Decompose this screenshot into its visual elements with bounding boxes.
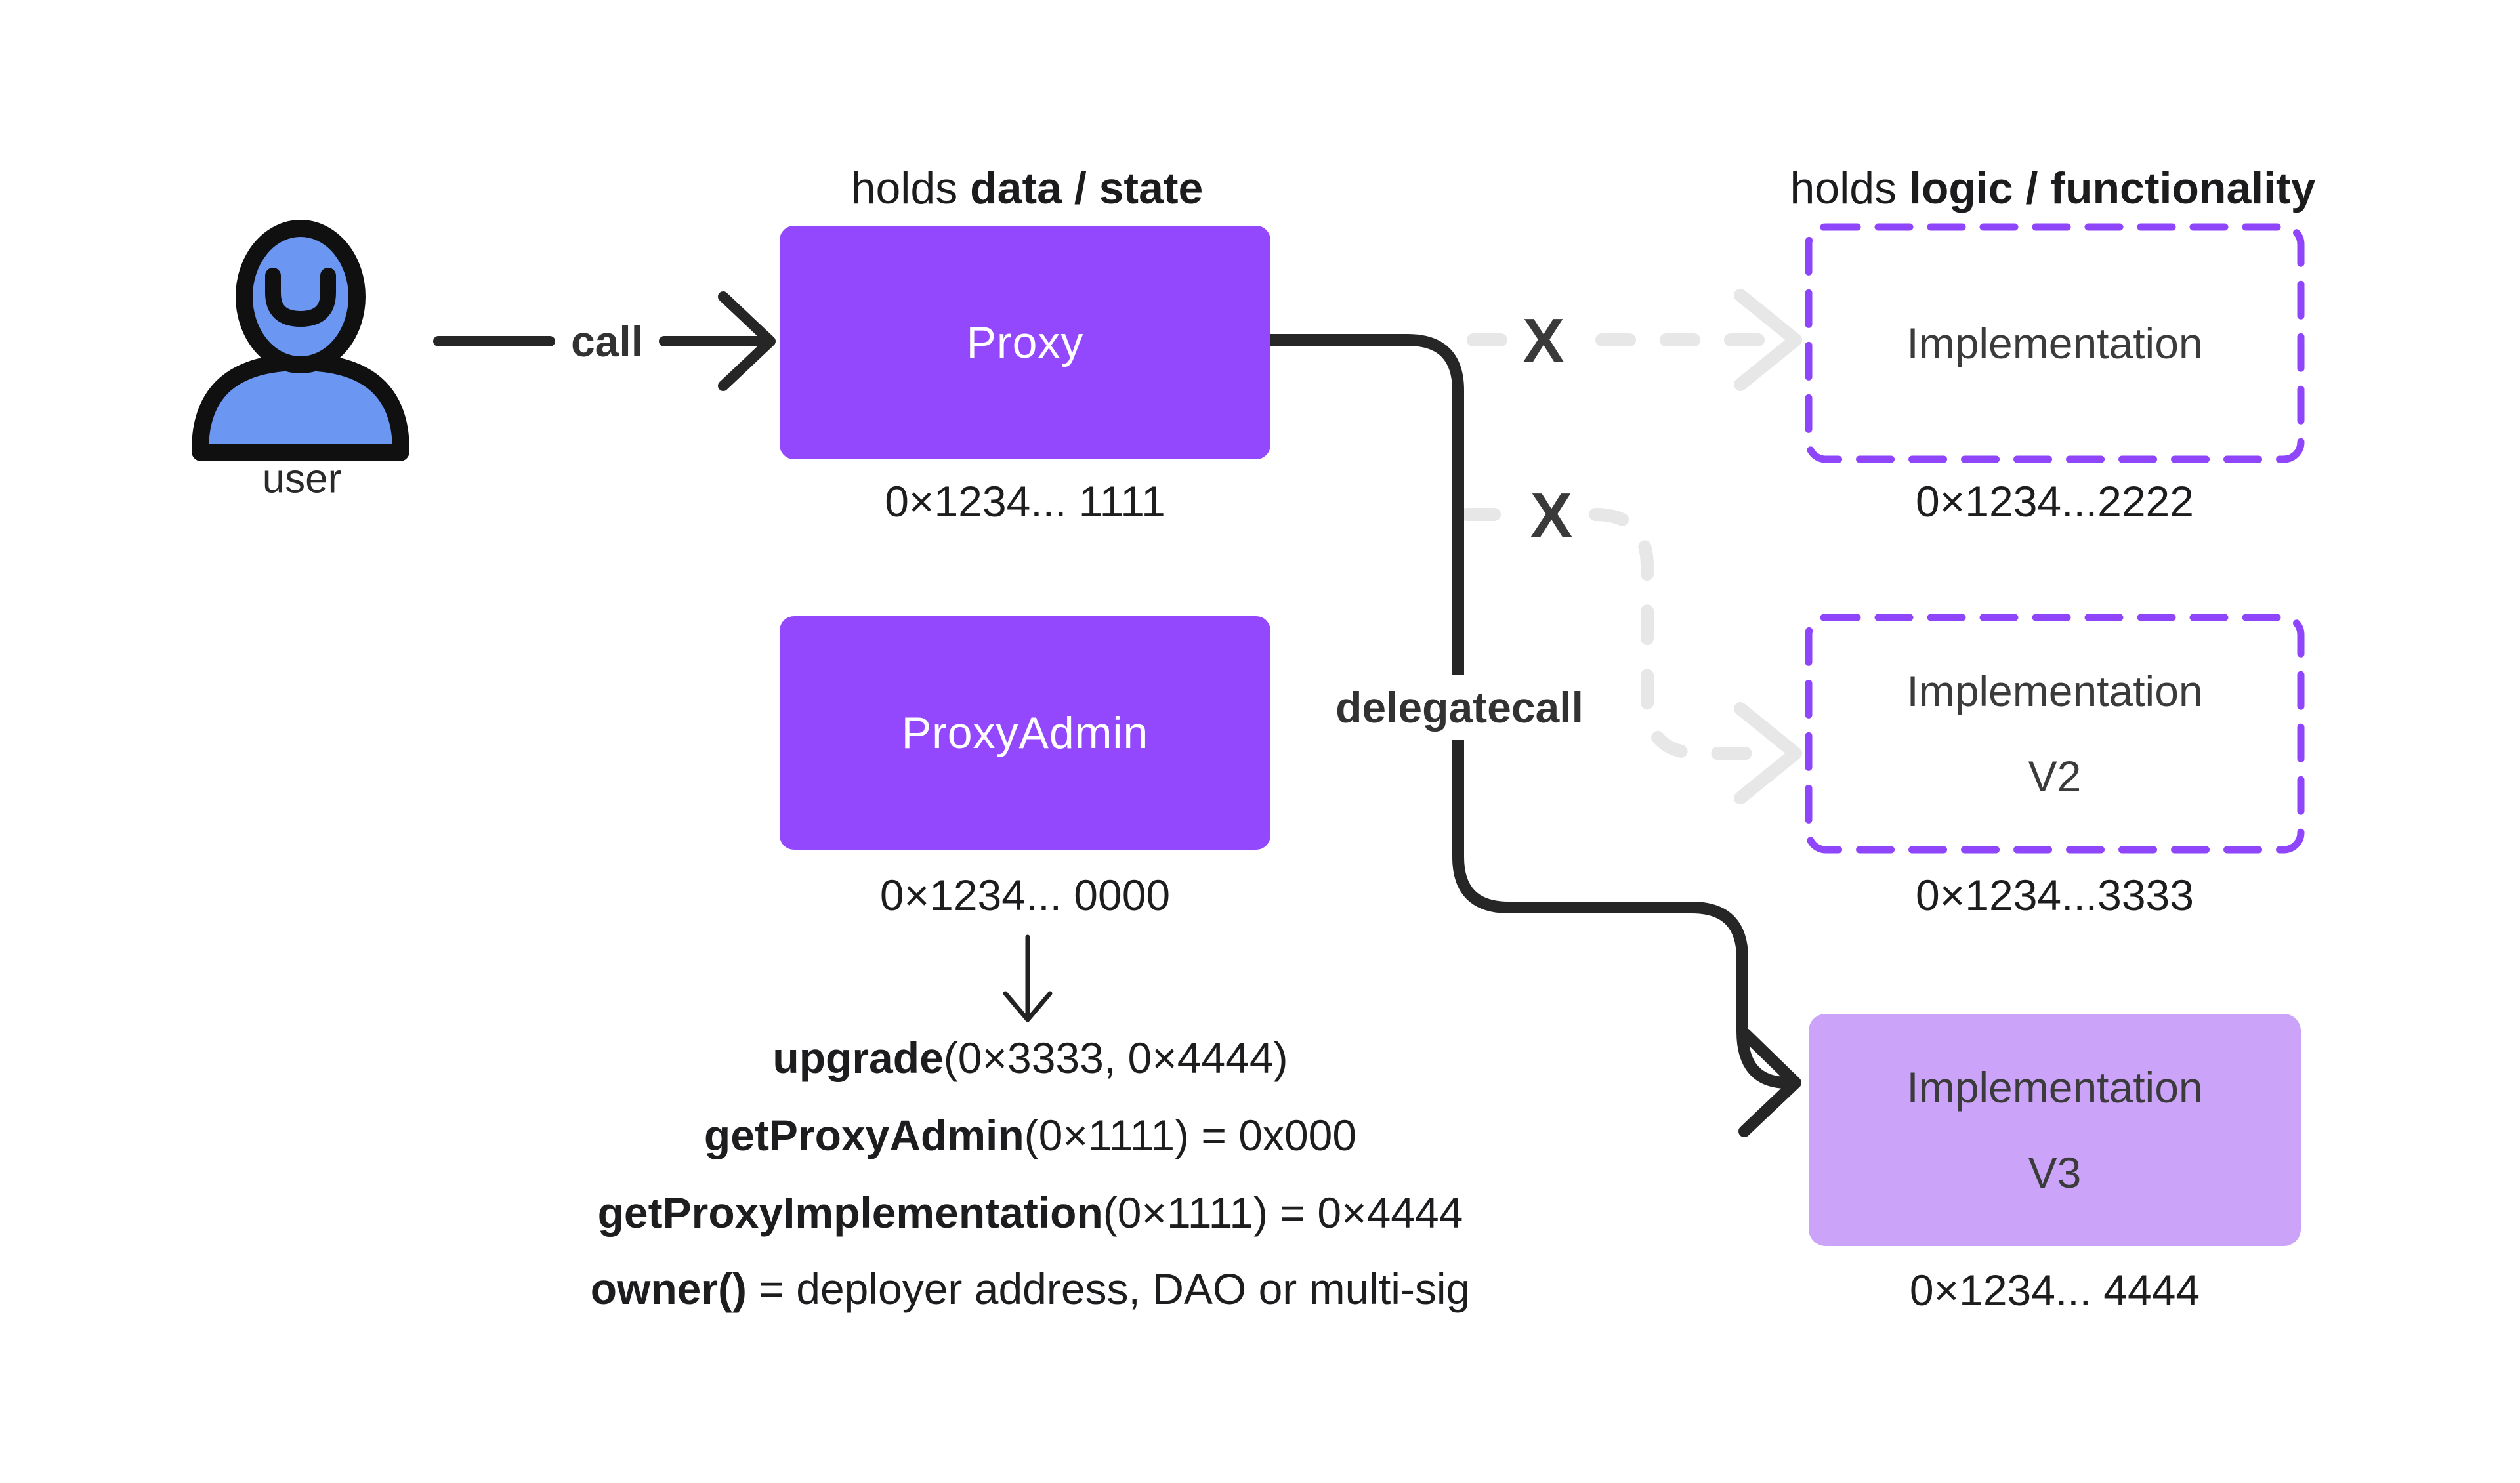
proxy-admin-address: 0×1234... 0000 [879,871,1171,919]
call-label: call [570,317,644,366]
implementation-v2-address: 0×1234...3333 [1916,871,2194,919]
fn-get-proxy-implementation: getProxyImplementation(0×1111) = 0×4444 [597,1188,1463,1237]
fn-owner: owner() = deployer address, DAO or multi… [590,1264,1471,1313]
implementation-v1-address: 0×1234...2222 [1916,477,2194,526]
call-arrowhead [718,291,776,391]
blocked-x-mark-v2: X [1519,484,1584,547]
blocked-path-v1 [1467,289,1802,391]
delegatecall-label: delegatecall [1321,675,1598,740]
fn-upgrade: upgrade(0×3333, 0×4444) [772,1034,1288,1082]
blocked-x-mark-v1: X [1511,310,1576,373]
implementation-v2-box [1805,614,2305,854]
proxy-admin-node-label: ProxyAdmin [901,708,1149,758]
implementation-v3-label: Implementation V3 [1906,1063,2203,1197]
blocked-arrowhead-v1 [1734,289,1802,391]
left-header: holds data / state [850,163,1204,213]
fn-get-proxy-admin: getProxyAdmin(0×1111) = 0x000 [704,1111,1357,1159]
implementation-v2-label: Implementation V2 [1906,667,2203,801]
implementation-v3-address: 0×1234... 4444 [1909,1266,2200,1314]
user-label: user [262,456,342,502]
blocked-arrowhead-v2 [1734,702,1802,804]
proxy-admin-node: ProxyAdmin [780,616,1270,850]
implementation-v1-label: Implementation [1906,319,2203,367]
proxy-node-label: Proxy [966,318,1084,367]
delegatecall-arrowhead [1738,1028,1801,1137]
implementation-v1-box [1805,223,2305,463]
proxy-node: Proxy [780,226,1270,459]
blocked-path-v2 [1460,508,1802,804]
delegatecall-path [1264,334,1801,1137]
user-icon [192,220,410,461]
user-icon-smile [265,268,336,327]
proxy-address: 0×1234... 1111 [885,477,1166,526]
call-arrow [659,291,776,391]
right-header: holds logic / functionality [1790,163,2316,213]
implementation-v3-box [1809,1014,2301,1246]
user-icon-head [236,220,366,373]
user-icon-body [192,354,410,461]
admin-functions-arrow [1003,934,1053,1022]
